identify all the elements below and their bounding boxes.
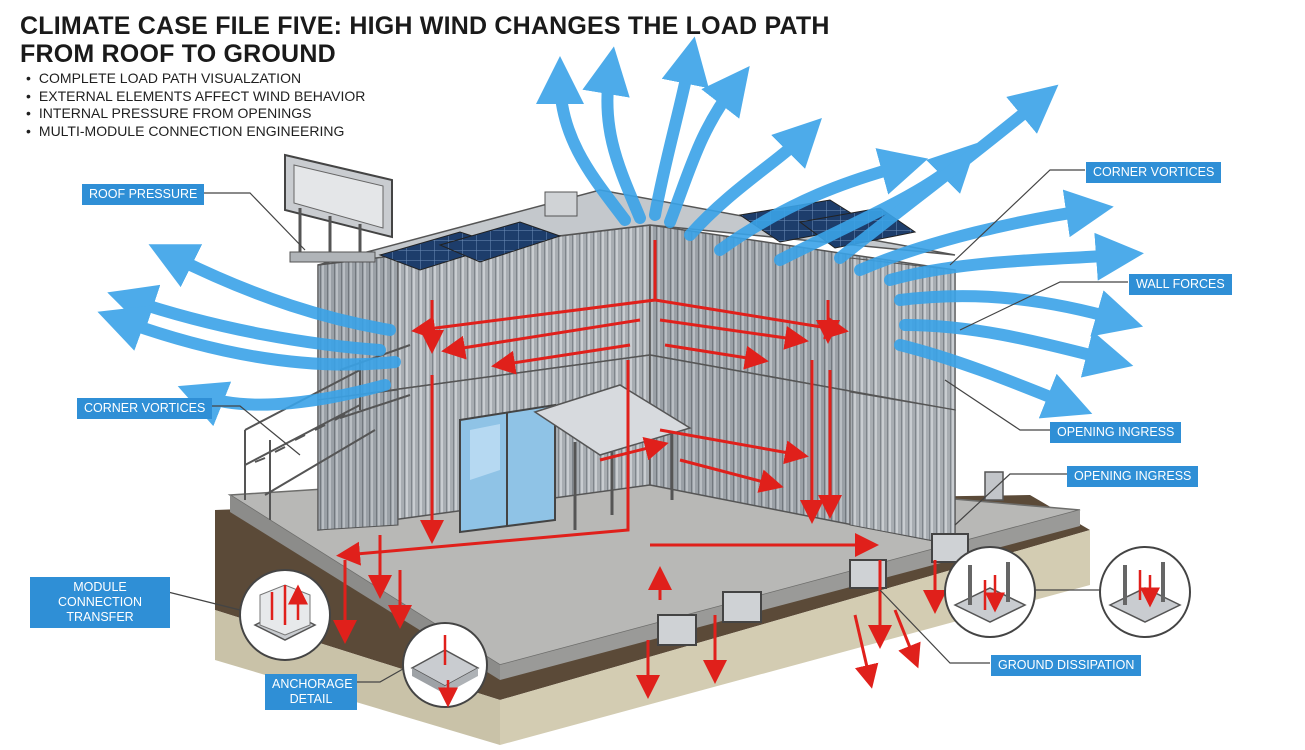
callout-module-connection: MODULE CONNECTION TRANSFER bbox=[30, 577, 170, 628]
title-line-2: FROM ROOF TO GROUND bbox=[20, 40, 336, 68]
diagram-title: CLIMATE CASE FILE FIVE: HIGH WIND CHANGE… bbox=[20, 12, 830, 68]
callout-roof-pressure: ROOF PRESSURE bbox=[82, 184, 205, 205]
callout-wall-forces: WALL FORCES bbox=[1129, 274, 1232, 295]
anchor-bolt-detail-right bbox=[1099, 546, 1191, 638]
callout-leaders bbox=[167, 169, 1128, 683]
feature-item: COMPLETE LOAD PATH VISUALZATION bbox=[26, 70, 365, 88]
anchor-bolt-detail-left bbox=[944, 546, 1036, 638]
utility-box bbox=[984, 471, 1004, 501]
module-connection-detail bbox=[239, 569, 331, 661]
roof-billboard bbox=[284, 153, 393, 263]
callout-ground-dissipation: GROUND DISSIPATION bbox=[991, 655, 1142, 676]
callout-corner-vortices-left: CORNER VORTICES bbox=[77, 398, 213, 419]
title-line-1: CLIMATE CASE FILE FIVE: HIGH WIND CHANGE… bbox=[20, 12, 830, 40]
callout-anchorage-detail: ANCHORAGE DETAIL bbox=[265, 674, 357, 710]
feature-item: INTERNAL PRESSURE FROM OPENINGS bbox=[26, 105, 365, 123]
callout-corner-vortices-right: CORNER VORTICES bbox=[1086, 162, 1222, 183]
callout-opening-ingress-2: OPENING INGRESS bbox=[1067, 466, 1199, 487]
wind-flow-arrows bbox=[97, 36, 1144, 427]
feature-item: MULTI-MODULE CONNECTION ENGINEERING bbox=[26, 123, 365, 141]
callout-opening-ingress-1: OPENING INGRESS bbox=[1050, 422, 1182, 443]
load-path-arrows bbox=[333, 240, 947, 699]
anchorage-detail-circle bbox=[402, 622, 488, 707]
feature-item: EXTERNAL ELEMENTS AFFECT WIND BEHAVIOR bbox=[26, 88, 365, 106]
feature-list: COMPLETE LOAD PATH VISUALZATION EXTERNAL… bbox=[26, 70, 365, 140]
